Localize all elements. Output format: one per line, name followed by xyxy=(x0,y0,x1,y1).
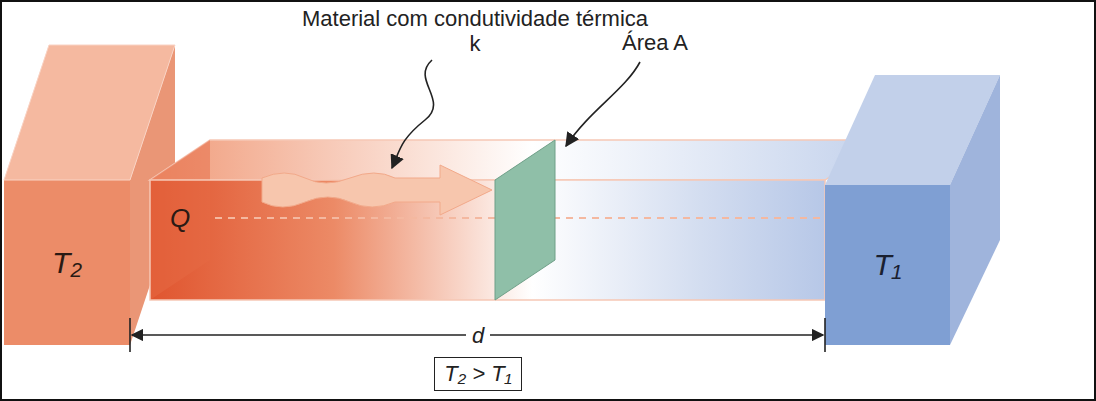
hot-block-label: T₂ xyxy=(4,180,130,345)
node-text: Q xyxy=(170,203,190,234)
cross-section-area xyxy=(495,140,555,300)
node-text: T₁ xyxy=(874,248,902,282)
heat-flow-arrow xyxy=(262,165,492,215)
leader-line xyxy=(392,60,434,168)
material-bar xyxy=(150,140,885,300)
leader-line xyxy=(566,62,640,146)
material-callout: Material com condutividade térmica k xyxy=(295,6,655,56)
node-text: T₂ xyxy=(52,246,82,280)
condition-box: T₂ > T₁ xyxy=(434,357,522,391)
cold-block xyxy=(825,75,1000,345)
cold-block-label: T₁ xyxy=(825,185,950,345)
dimension-label: d xyxy=(466,323,490,348)
dimension-line xyxy=(130,318,825,352)
node-text: T₂ > T₁ xyxy=(444,361,511,387)
area-callout: Área A xyxy=(595,30,715,55)
material-bar: Q xyxy=(150,180,210,256)
